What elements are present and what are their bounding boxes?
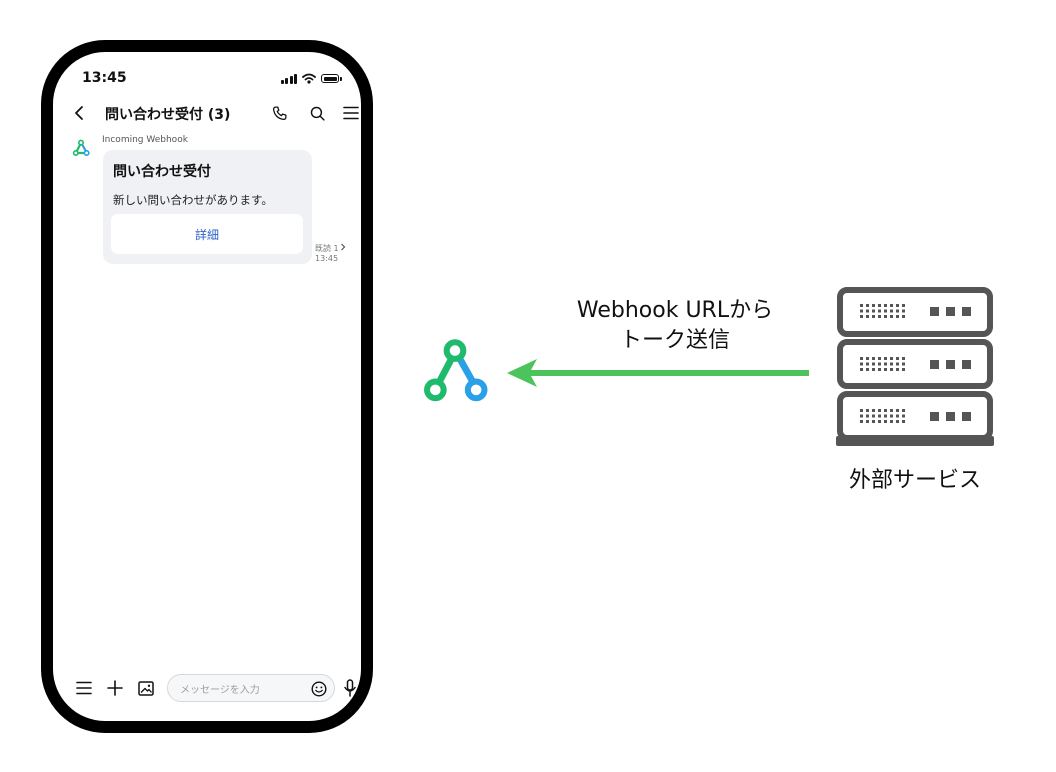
- read-status: 既読 1: [315, 244, 339, 253]
- composer: メッセージを入力: [53, 674, 361, 702]
- plus-icon: [107, 680, 123, 696]
- sender-name: Incoming Webhook: [102, 135, 188, 145]
- message-input[interactable]: メッセージを入力: [167, 674, 335, 702]
- voice-button[interactable]: [339, 676, 361, 700]
- phone-screen: 13:45 問い合わせ受付 (3): [53, 52, 361, 721]
- chat-title: 問い合わせ受付 (3): [105, 107, 231, 123]
- mic-icon: [344, 679, 356, 697]
- composer-menu-button[interactable]: [73, 676, 95, 700]
- details-button[interactable]: 詳細: [111, 214, 303, 254]
- card-title: 問い合わせ受付: [113, 164, 211, 180]
- image-icon: [138, 680, 154, 696]
- message-input-placeholder: メッセージを入力: [180, 684, 260, 696]
- emoji-icon: [311, 681, 327, 697]
- message-card: 問い合わせ受付 新しい問い合わせがあります。 詳細: [103, 150, 312, 264]
- status-icons: [280, 73, 342, 84]
- webhook-icon: [424, 339, 488, 402]
- status-bar: 13:45: [53, 70, 361, 92]
- menu-icon: [76, 681, 92, 695]
- battery-icon: [321, 74, 342, 83]
- phone-frame: 13:45 問い合わせ受付 (3): [41, 40, 373, 733]
- image-button[interactable]: [135, 676, 157, 700]
- menu-icon: [343, 106, 359, 120]
- arrow-label-line2: トーク送信: [619, 328, 730, 353]
- server-icon: [836, 287, 994, 446]
- search-button[interactable]: [307, 102, 327, 124]
- webhook-icon: [72, 139, 90, 156]
- chat-header: 問い合わせ受付 (3): [53, 100, 361, 128]
- phone-icon: [272, 105, 287, 120]
- chevron-left-icon: [75, 106, 83, 120]
- signal-icon: [280, 73, 297, 84]
- card-body: 新しい問い合わせがあります。: [113, 193, 273, 207]
- add-button[interactable]: [104, 676, 126, 700]
- status-time: 13:45: [82, 70, 127, 86]
- arrow-label-line1: Webhook URLから: [576, 298, 774, 323]
- message-time: 13:45: [315, 254, 339, 263]
- call-button[interactable]: [269, 102, 289, 124]
- server-label: 外部サービス: [848, 468, 981, 493]
- wifi-icon: [302, 73, 316, 84]
- send-arrow: [507, 359, 809, 387]
- message-meta: 既読 1 13:45: [315, 243, 346, 264]
- chevron-right-icon: [340, 243, 345, 251]
- menu-button[interactable]: [341, 102, 361, 124]
- back-button[interactable]: [73, 102, 91, 124]
- emoji-button[interactable]: [308, 677, 330, 701]
- search-icon: [310, 106, 325, 121]
- arrow-label: Webhook URLから トーク送信: [555, 296, 795, 356]
